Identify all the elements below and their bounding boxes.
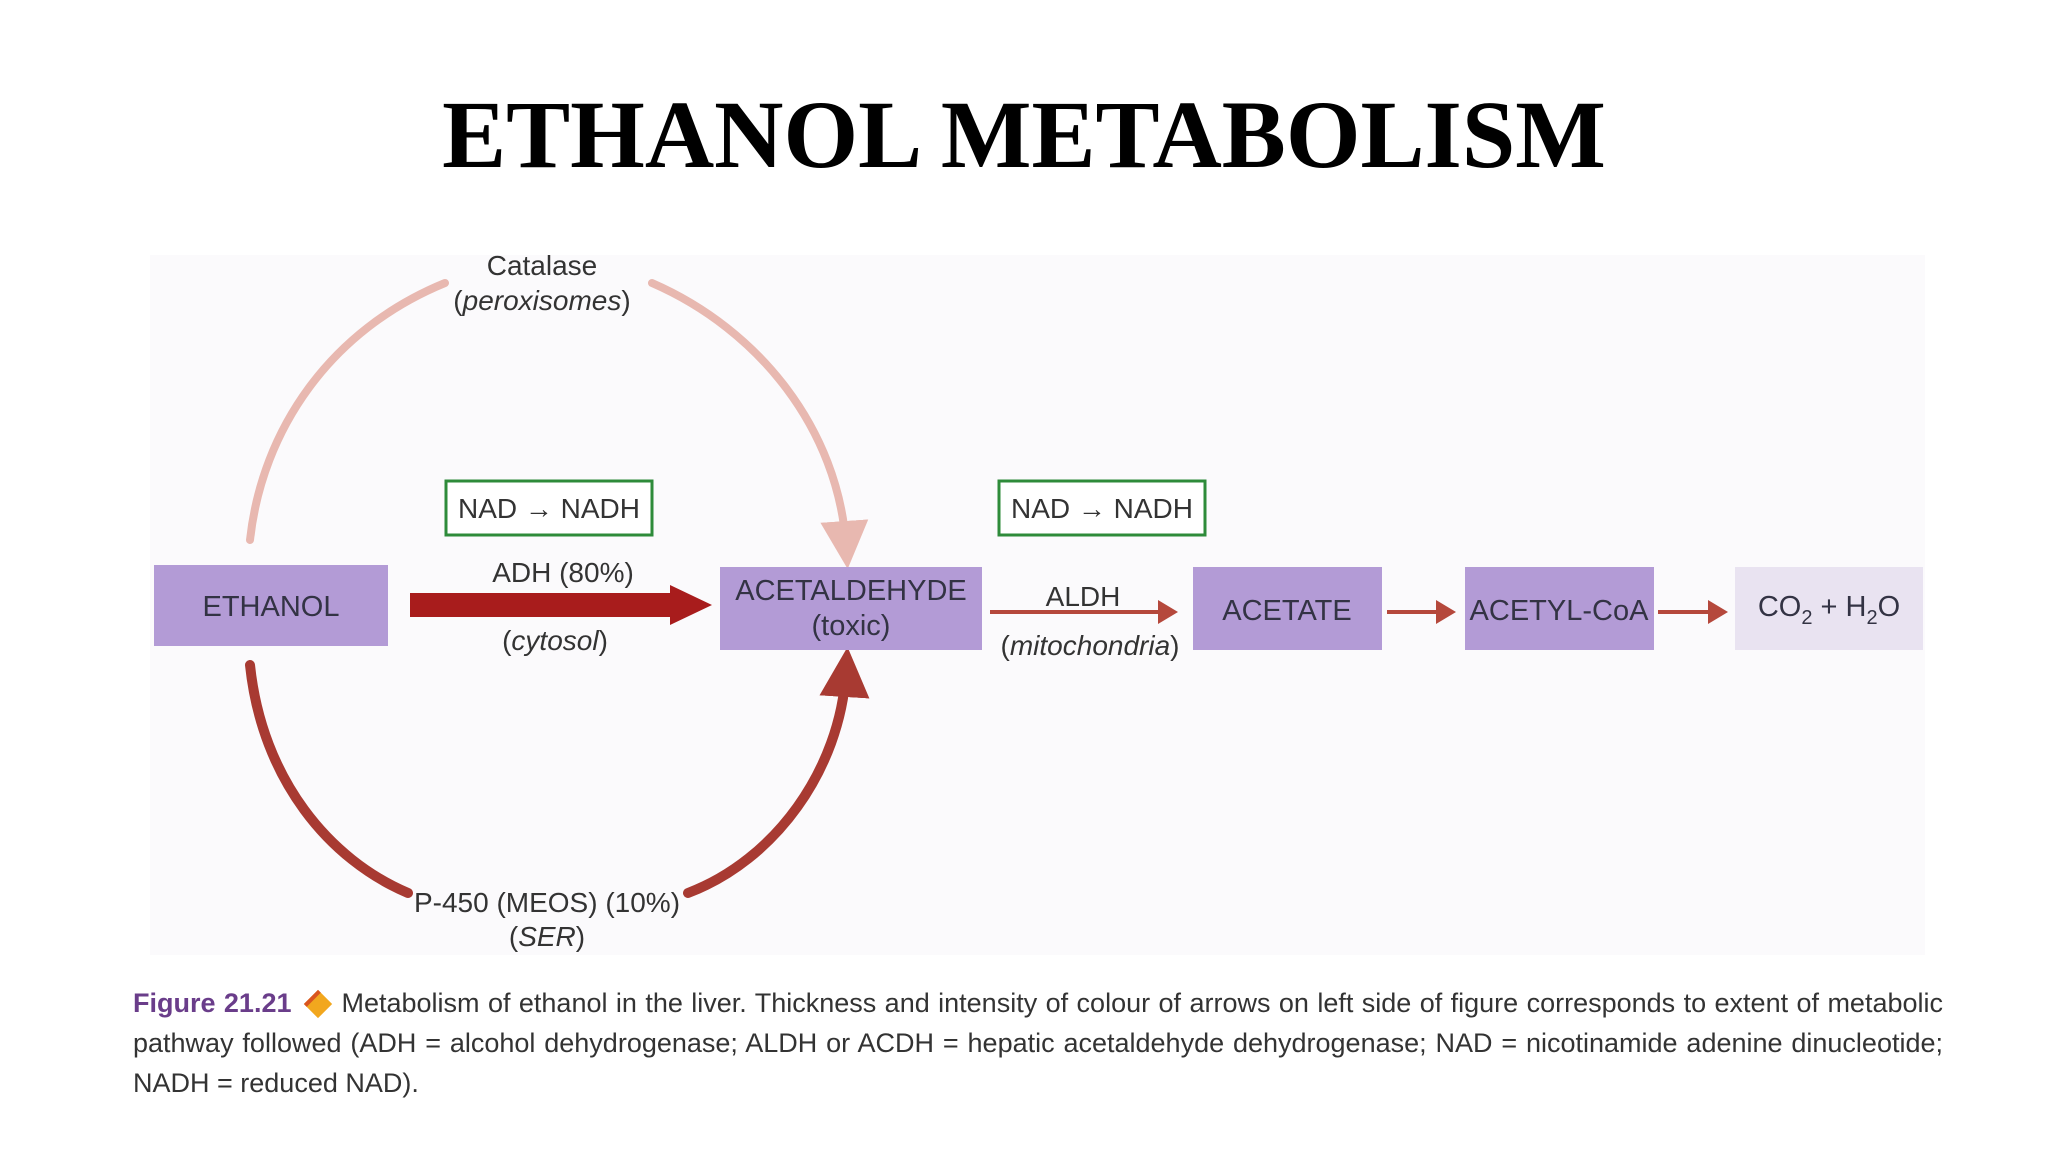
- figure-caption-text: Metabolism of ethanol in the liver. Thic…: [133, 988, 1943, 1098]
- co2-text: CO: [1758, 591, 1802, 623]
- catalase-location: peroxisomes: [462, 285, 622, 316]
- node-ethanol: ETHANOL: [154, 565, 388, 646]
- co2-subscript: 2: [1801, 607, 1812, 629]
- catalase-location-label: (peroxisomes): [453, 285, 630, 316]
- aldh-location: mitochondria: [1010, 630, 1170, 661]
- adh-location: cytosol: [511, 625, 599, 656]
- node-ethanol-label: ETHANOL: [203, 591, 340, 623]
- node-acetaldehyde-note: (toxic): [812, 610, 891, 642]
- figure-label: Figure 21.21: [133, 988, 292, 1018]
- diamond-icon: [303, 989, 332, 1019]
- p450-pathway: P-450 (MEOS) (10%) (SER): [245, 647, 870, 952]
- aldh-pathway: NAD → NADH ALDH (mitochondria): [990, 479, 1207, 661]
- node-acetate-label: ACETATE: [1222, 595, 1351, 627]
- node-acetate: ACETATE: [1193, 567, 1382, 650]
- catalase-arrow-right-arc: [648, 279, 869, 569]
- p450-location: SER: [518, 921, 576, 952]
- adh-arrow: [410, 585, 712, 625]
- p450-location-label: (SER): [509, 921, 585, 952]
- adh-enzyme-label: ADH (80%): [492, 557, 634, 588]
- aldh-cofactor-box: [997, 479, 1207, 537]
- node-co2-h2o: CO2 + H2O: [1735, 567, 1923, 650]
- catalase-enzyme-label: Catalase: [487, 250, 598, 281]
- node-acetaldehyde-label: ACETALDEHYDE: [735, 575, 967, 607]
- p450-enzyme-label: P-450 (MEOS) (10%): [414, 887, 680, 918]
- catalase-arrow-left-arc: [246, 279, 449, 544]
- plus-h-text: + H: [1812, 591, 1866, 623]
- aldh-cofactor-label: NAD → NADH: [1011, 493, 1193, 524]
- p450-arrow-right-arc: [683, 647, 870, 898]
- h2o-o-text: O: [1878, 591, 1901, 623]
- node-acetaldehyde: ACETALDEHYDE (toxic): [720, 567, 982, 650]
- adh-cofactor-box: [444, 479, 654, 537]
- adh-cofactor-label: NAD → NADH: [458, 493, 640, 524]
- p450-arrow-left-arc: [245, 660, 413, 898]
- aldh-enzyme-label: ALDH: [1046, 581, 1121, 612]
- slide-title: ETHANOL METABOLISM: [442, 81, 1606, 188]
- adh-pathway: NAD → NADH ADH (80%) (cytosol): [410, 479, 712, 656]
- adh-location-label: (cytosol): [502, 625, 608, 656]
- node-acetyl-coa: ACETYL-CoA: [1465, 567, 1654, 650]
- aldh-location-label: (mitochondria): [1001, 630, 1180, 661]
- h2o-subscript: 2: [1866, 607, 1877, 629]
- node-acetyl-coa-label: ACETYL-CoA: [1470, 595, 1650, 627]
- catalase-pathway: Catalase (peroxisomes): [246, 250, 869, 569]
- node-co2-h2o-label: CO2 + H2O: [1758, 591, 1900, 629]
